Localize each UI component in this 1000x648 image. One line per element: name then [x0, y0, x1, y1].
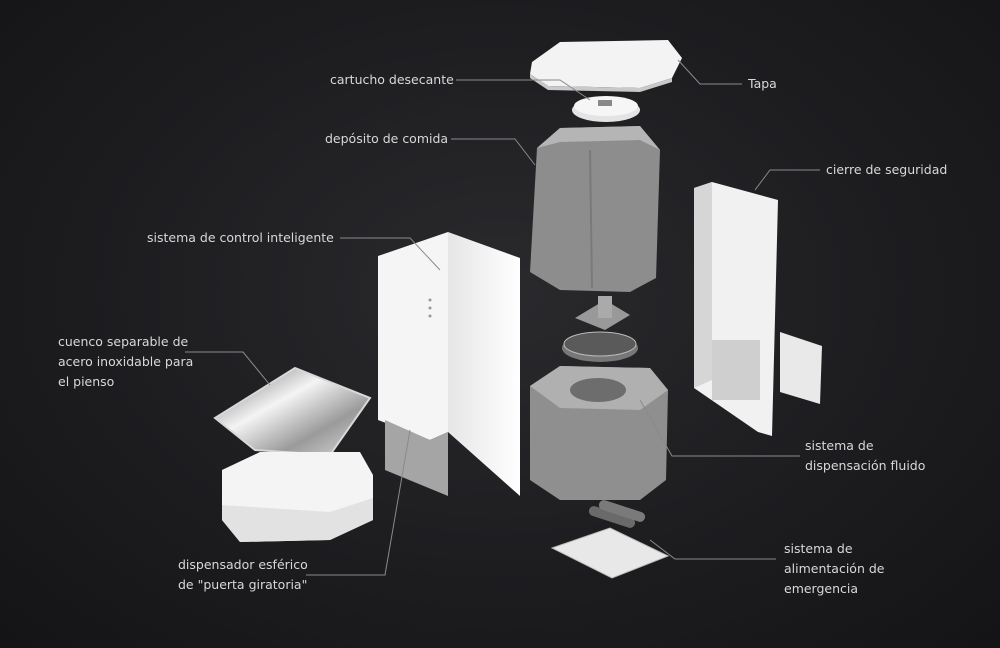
label-line: dispensador esférico [178, 557, 308, 572]
label-line: sistema de control inteligente [147, 230, 334, 245]
leader-lines [185, 59, 820, 576]
label-stainless-bowl: cuenco separable de acero inoxidable par… [58, 332, 193, 392]
desiccant-cartridge-part [572, 96, 640, 122]
dispenser-mechanism-part [562, 296, 638, 362]
label-rotary-dispenser: dispensador esférico de "puerta giratori… [178, 555, 308, 595]
label-line: depósito de comida [325, 131, 449, 146]
label-line: sistema de [805, 438, 874, 453]
label-line: alimentación de [784, 561, 885, 576]
label-line: emergencia [784, 581, 859, 596]
label-line: cuenco separable de [58, 334, 189, 349]
label-line: de "puerta giratoria" [178, 577, 308, 592]
label-line: el pienso [58, 374, 115, 389]
label-line: cierre de seguridad [826, 162, 948, 177]
label-safety-lock: cierre de seguridad [826, 160, 947, 180]
label-line: cartucho desecante [330, 72, 454, 87]
label-line: Tapa [748, 76, 777, 91]
lid-part [530, 40, 682, 92]
label-fluid-dispensing: sistema de dispensación fluido [805, 436, 925, 476]
label-food-container: depósito de comida [325, 129, 448, 149]
bowl-base-part [222, 452, 373, 542]
label-line: sistema de [784, 541, 853, 556]
label-smart-control: sistema de control inteligente [147, 228, 334, 248]
emergency-battery-part [550, 500, 670, 579]
label-lid: Tapa [748, 74, 777, 94]
rear-panel-part [694, 182, 822, 436]
dispensing-base-part [530, 366, 668, 500]
label-emergency-power: sistema de alimentación de emergencia [784, 539, 884, 599]
label-line: dispensación fluido [805, 458, 926, 473]
front-shell-part [378, 232, 520, 496]
label-line: acero inoxidable para [58, 354, 194, 369]
label-desiccant-cartridge: cartucho desecante [330, 70, 454, 90]
stainless-bowl-part [213, 366, 372, 457]
food-container-part [530, 126, 660, 292]
